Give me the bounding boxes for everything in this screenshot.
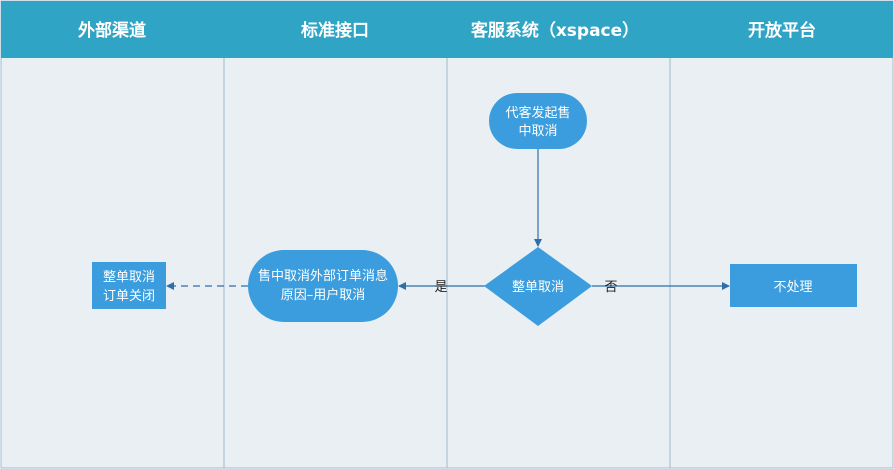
node-ignore-label: 不处理 xyxy=(773,280,812,295)
header-band xyxy=(1,1,893,58)
node-close-line2: 订单关闭 xyxy=(103,289,155,304)
node-start-line1: 代客发起售 xyxy=(505,105,570,121)
lane-title-open-platform: 开放平台 xyxy=(748,20,816,41)
node-sync-line1: 售中取消外部订单消息 xyxy=(258,268,388,284)
lane-title-service-system: 客服系统（xspace） xyxy=(470,20,639,41)
lane-title-standard-api: 标准接口 xyxy=(301,20,369,41)
node-sync-line2: 原因–用户取消 xyxy=(281,287,366,303)
node-decision-label: 整单取消 xyxy=(512,280,564,295)
lane-title-external: 外部渠道 xyxy=(78,20,146,41)
node-decision xyxy=(484,247,592,326)
node-start-line2: 中取消 xyxy=(518,124,557,139)
node-start xyxy=(489,93,587,149)
edge-label-no: 否 xyxy=(604,280,617,295)
node-ignore xyxy=(730,264,857,307)
node-order-close xyxy=(92,262,166,309)
node-close-line1: 整单取消 xyxy=(103,270,155,285)
node-sync-message xyxy=(248,250,398,322)
edge-label-yes: 是 xyxy=(434,280,447,295)
